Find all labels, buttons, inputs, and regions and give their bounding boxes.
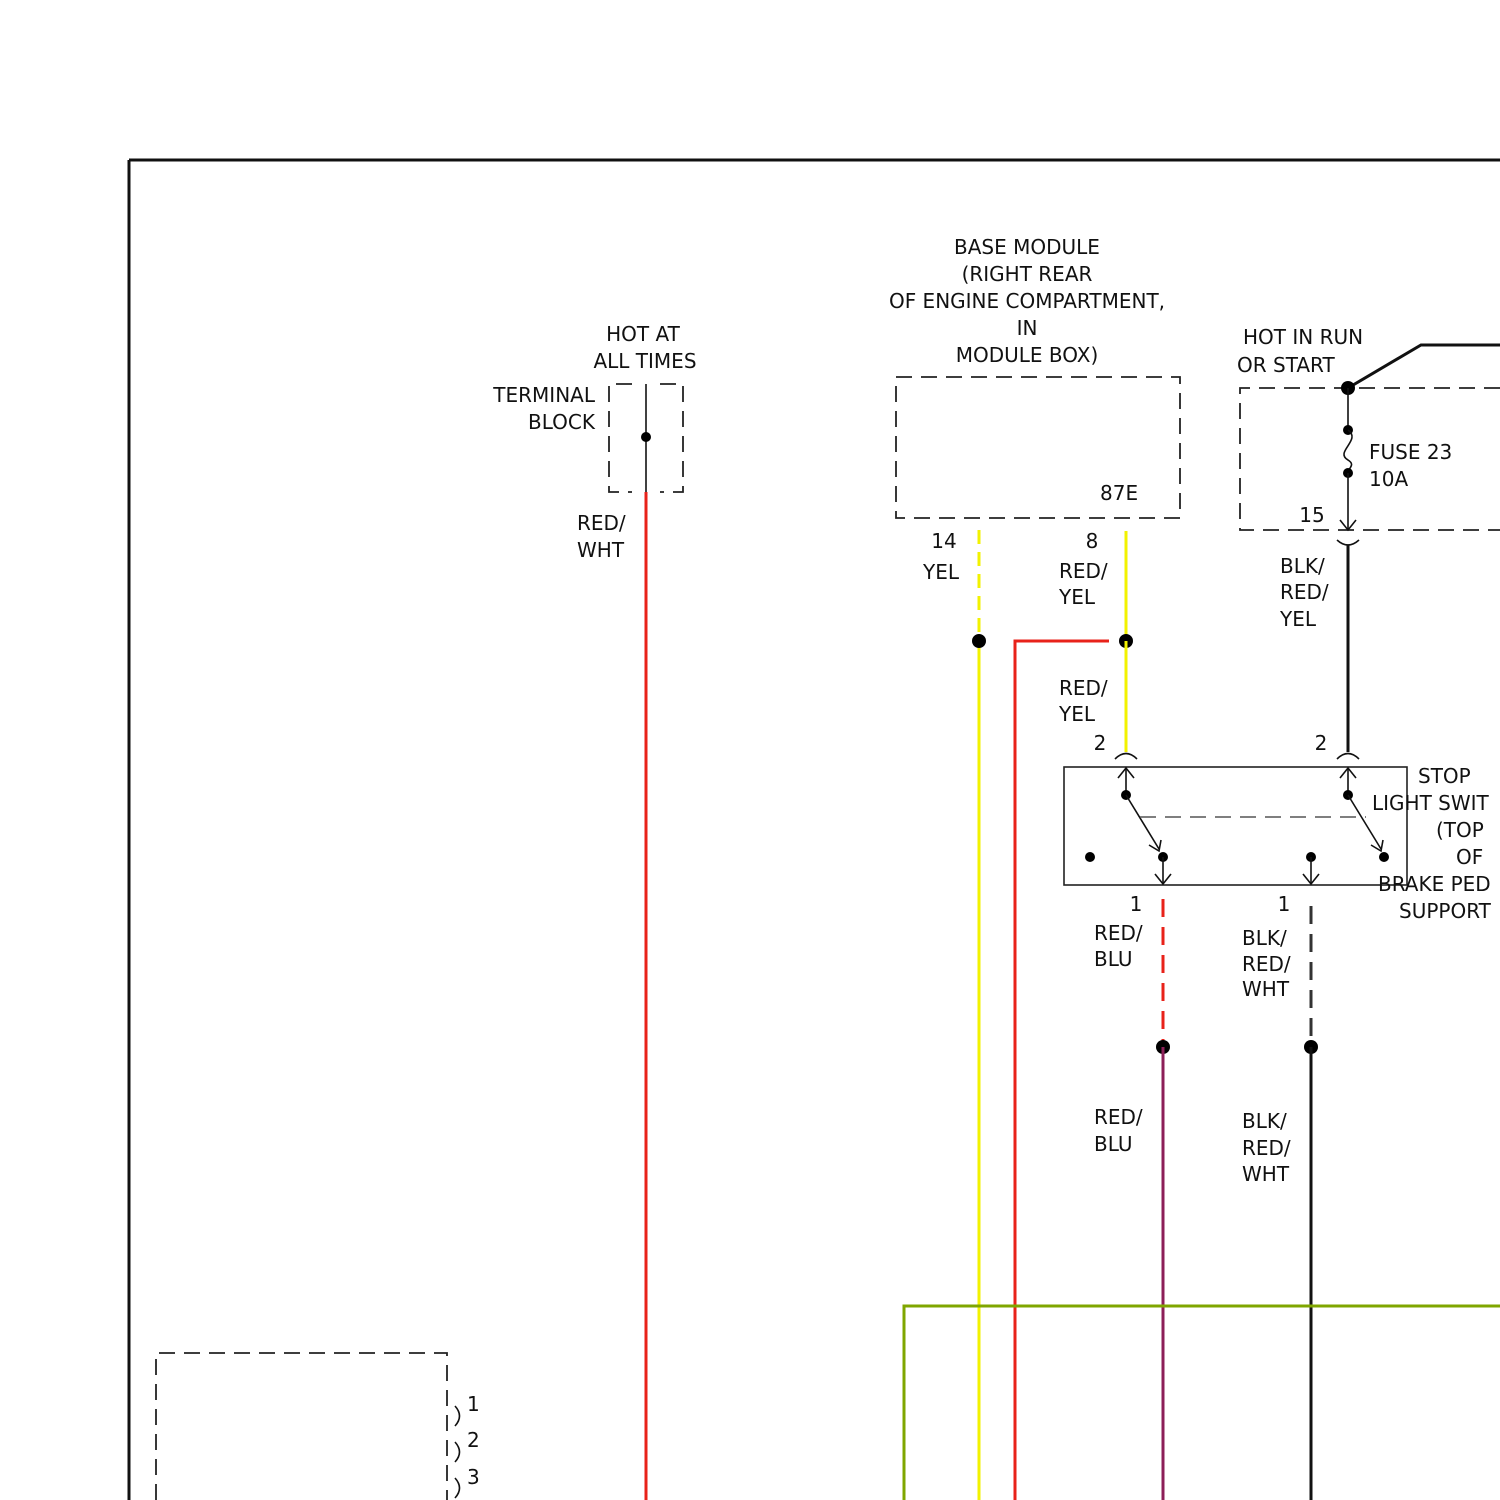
red-wht-wire-label: RED/ [577, 511, 626, 535]
pin-1-left-label: 1 [1130, 892, 1143, 916]
bottom-left-connector: 1 2 3 [156, 1353, 480, 1500]
red-yel-splice-label-2: YEL [1058, 702, 1096, 726]
yel-wire-splice [972, 634, 986, 648]
terminal-block-label-2: BLOCK [528, 410, 596, 434]
yel-wire-label: YEL [922, 560, 960, 584]
pin-8-label: 8 [1086, 529, 1099, 553]
terminal-block: HOT AT ALL TIMES TERMINAL BLOCK RED/ WHT [492, 322, 696, 562]
pin-15-label: 15 [1299, 503, 1324, 527]
terminal-block-outline-right [660, 384, 683, 492]
blk-red-wht-lower-label-2: RED/ [1242, 1136, 1291, 1160]
base-module-title: BASE MODULE [954, 235, 1100, 259]
stop-light-switch-title-5: BRAKE PED [1378, 872, 1491, 896]
blk-red-wht-wire-label-2: RED/ [1242, 952, 1291, 976]
blk-red-wht-lower-label-3: WHT [1242, 1162, 1290, 1186]
stop-light-switch-title-2: LIGHT SWIT [1372, 791, 1490, 815]
pin-2-right-label: 2 [1315, 731, 1328, 755]
red-yel-wire-label: RED/ [1059, 559, 1108, 583]
pin-14-label: 14 [931, 529, 956, 553]
red-yel-branch-wire [1015, 641, 1109, 1500]
stop-light-switch: 2 2 1 1 STOP LIGHT SWIT (TOP OF BRAKE PE… [1064, 731, 1492, 923]
blk-red-wht-wire-label: BLK/ [1242, 926, 1287, 950]
stop-light-switch-title-3: (TOP [1436, 818, 1484, 842]
blk-red-wht-wire-label-3: WHT [1242, 977, 1290, 1001]
stop-light-switch-title: STOP [1418, 764, 1471, 788]
red-blu-wire-label-2: BLU [1094, 947, 1133, 971]
terminal-block-label: TERMINAL [492, 383, 596, 407]
connector-pin-1-label: 1 [467, 1392, 480, 1416]
fuse-block: HOT IN RUN OR START FUSE 23 10A 15 BLK/ … [1237, 325, 1500, 631]
red-blu-lower-label-2: BLU [1094, 1132, 1133, 1156]
stop-light-switch-outline [1064, 767, 1407, 885]
pin-2-left-socket [1115, 754, 1137, 760]
stop-light-switch-title-4: OF [1456, 845, 1483, 869]
connector-pin-3-label: 3 [467, 1465, 480, 1489]
switch-left-open-contact [1085, 852, 1095, 862]
fuse-pin-15-socket [1337, 540, 1359, 545]
blk-red-yel-wire-label-3: YEL [1279, 607, 1317, 631]
connector-pin-3-socket [455, 1478, 460, 1498]
green-module-outline [904, 1306, 1500, 1500]
base-module-title-4: IN [1017, 316, 1038, 340]
hot-in-run-label-2: OR START [1237, 353, 1335, 377]
hot-at-all-times-label: HOT AT [606, 322, 680, 346]
pin-1-right-label: 1 [1278, 892, 1291, 916]
red-blu-lower-label: RED/ [1094, 1105, 1143, 1129]
connector-pin-1-socket [455, 1406, 460, 1426]
fuse-23-element [1344, 430, 1352, 473]
base-module-title-5: MODULE BOX) [956, 343, 1099, 367]
red-wht-wire-label-2: WHT [577, 538, 625, 562]
red-yel-wire-label-2: YEL [1058, 585, 1096, 609]
fuse-rating-label: 10A [1369, 467, 1408, 491]
hot-in-run-label: HOT IN RUN [1243, 325, 1363, 349]
red-blu-wire-label: RED/ [1094, 921, 1143, 945]
fuse-23-label: FUSE 23 [1369, 440, 1452, 464]
pin-2-right-socket [1337, 754, 1359, 760]
blk-red-wht-lower-label: BLK/ [1242, 1109, 1287, 1133]
switch-right-closed-contact [1379, 852, 1389, 862]
blk-red-yel-wire-label-2: RED/ [1280, 580, 1329, 604]
switch-left-blade [1126, 795, 1159, 849]
pin-87e-label: 87E [1100, 481, 1138, 505]
base-module: BASE MODULE (RIGHT REAR OF ENGINE COMPAR… [889, 235, 1180, 609]
base-module-title-3: OF ENGINE COMPARTMENT, [889, 289, 1165, 313]
connector-pin-2-label: 2 [467, 1428, 480, 1452]
fuse-feed-line [1348, 345, 1500, 388]
red-yel-splice-label: RED/ [1059, 676, 1108, 700]
connector-pin-2-socket [455, 1442, 460, 1462]
terminal-block-node [641, 432, 651, 442]
blk-red-yel-wire-label: BLK/ [1280, 554, 1325, 578]
stop-light-switch-title-6: SUPPORT [1399, 899, 1492, 923]
hot-at-all-times-label-2: ALL TIMES [593, 349, 696, 373]
pin-2-left-label: 2 [1094, 731, 1107, 755]
terminal-block-outline-left [609, 384, 632, 492]
bottom-left-component-outline [156, 1353, 447, 1500]
base-module-title-2: (RIGHT REAR [962, 262, 1093, 286]
